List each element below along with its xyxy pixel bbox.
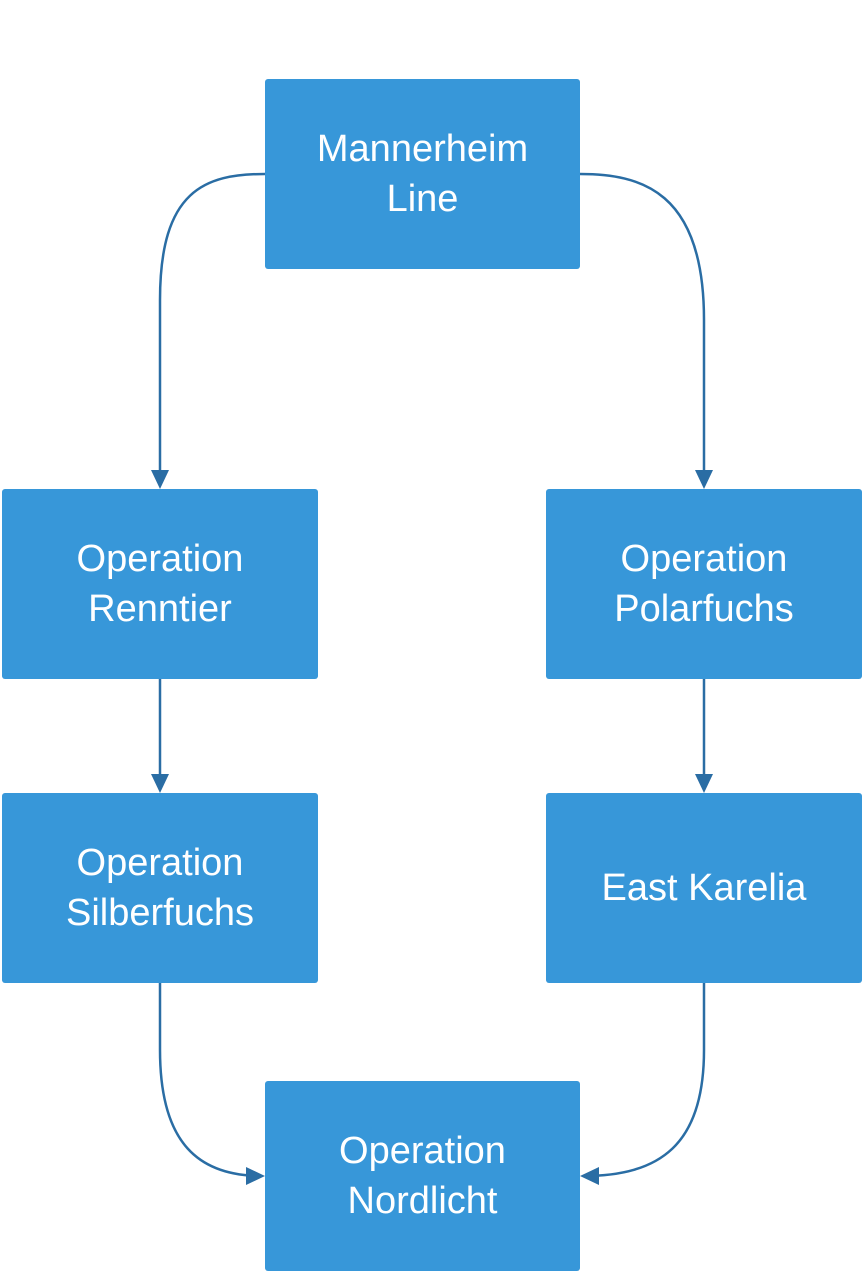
node-label-line2: Renntier xyxy=(88,588,232,630)
arrow-head-silberfuchs xyxy=(151,774,169,793)
edge-mannerheim-renntier xyxy=(158,172,266,486)
edge-karelia-nordlicht xyxy=(582,983,706,1178)
node-label-line1: Operation xyxy=(76,538,244,580)
node-label-line1: East Karelia xyxy=(601,867,807,909)
arrow-head-polarfuchs xyxy=(695,470,713,489)
edge-silberfuchs-nordlicht xyxy=(158,983,263,1178)
arrow-head-karelia xyxy=(695,774,713,793)
node-label-line1: Operation xyxy=(76,842,244,884)
node-label-line2: Polarfuchs xyxy=(614,588,794,630)
node-label-line2: Nordlicht xyxy=(347,1180,498,1222)
arrow-head-nordlicht-right xyxy=(580,1167,599,1185)
node-label-line1: Mannerheim xyxy=(316,128,529,170)
node-mannerheim-line: Mannerheim Line xyxy=(265,79,580,269)
node-operation-silberfuchs: Operation Silberfuchs xyxy=(2,793,318,983)
node-operation-polarfuchs: Operation Polarfuchs xyxy=(546,489,862,679)
arrow-head-renntier xyxy=(151,470,169,489)
node-label-line2: Silberfuchs xyxy=(66,892,254,934)
edge-mannerheim-polarfuchs xyxy=(579,172,706,486)
arrow-head-nordlicht-left xyxy=(246,1167,265,1185)
node-label-line2: Line xyxy=(386,178,459,220)
node-label-line1: Operation xyxy=(620,538,788,580)
node-operation-renntier: Operation Renntier xyxy=(2,489,318,679)
node-label-line1: Operation xyxy=(339,1130,506,1172)
node-east-karelia: East Karelia xyxy=(546,793,862,983)
node-operation-nordlicht: Operation Nordlicht xyxy=(265,1081,580,1271)
